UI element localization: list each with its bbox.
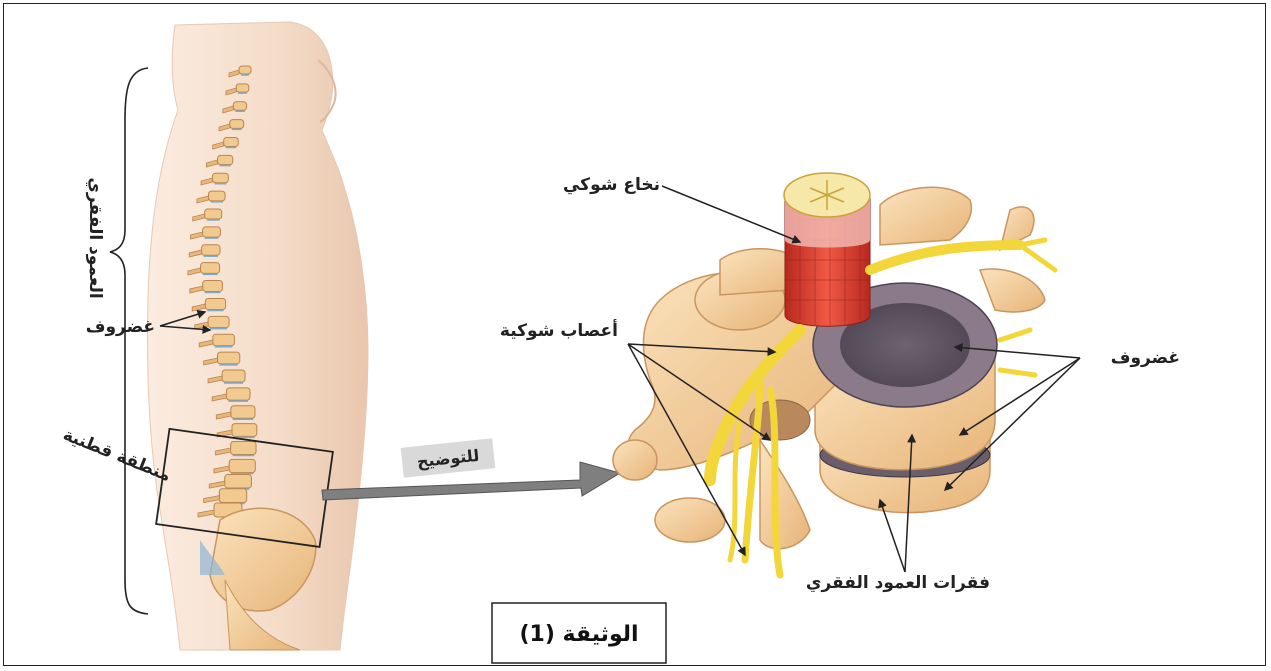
vertebra bbox=[222, 370, 245, 382]
vertebra bbox=[230, 120, 244, 129]
vertebra bbox=[202, 245, 220, 255]
vertebra bbox=[218, 352, 240, 364]
vertebra bbox=[231, 441, 256, 454]
vertebra bbox=[229, 459, 255, 472]
spinal-cord-pointer bbox=[662, 186, 800, 242]
vertebra bbox=[239, 66, 251, 74]
vertebra bbox=[219, 489, 246, 503]
cartilage-right-label: غضروف bbox=[1111, 348, 1180, 368]
spinal-nerves-label: أعصاب شوكية bbox=[500, 319, 618, 341]
vertebra-3d-model bbox=[613, 173, 1055, 575]
caption-text: الوثيقة (1) bbox=[519, 622, 638, 647]
vertebra bbox=[209, 191, 225, 201]
vertebra bbox=[213, 334, 235, 346]
vertebra bbox=[203, 281, 223, 292]
vertebra bbox=[224, 138, 239, 147]
spinal-cord-label: نخاع شوكي bbox=[563, 175, 660, 195]
vertebra bbox=[208, 316, 229, 327]
vertebra bbox=[232, 424, 257, 437]
vertebra bbox=[205, 209, 222, 219]
vertebra bbox=[218, 155, 233, 164]
vertebra bbox=[226, 388, 250, 400]
vertebrae-label: فقرات العمود الفقري bbox=[806, 573, 990, 593]
vertebra bbox=[236, 84, 249, 92]
vertebra bbox=[201, 263, 220, 274]
vertebra bbox=[212, 173, 228, 182]
spine-brace bbox=[110, 68, 148, 614]
cartilage-left-label: غضروف bbox=[86, 317, 155, 337]
spine-column-label: العمود الفقري bbox=[85, 177, 105, 298]
vertebra bbox=[231, 406, 255, 419]
zoom-arrow: للتوضيح bbox=[322, 438, 620, 500]
vertebra bbox=[225, 474, 252, 488]
vertebra bbox=[205, 298, 225, 309]
vertebra bbox=[233, 102, 246, 110]
vertebra bbox=[203, 227, 221, 237]
